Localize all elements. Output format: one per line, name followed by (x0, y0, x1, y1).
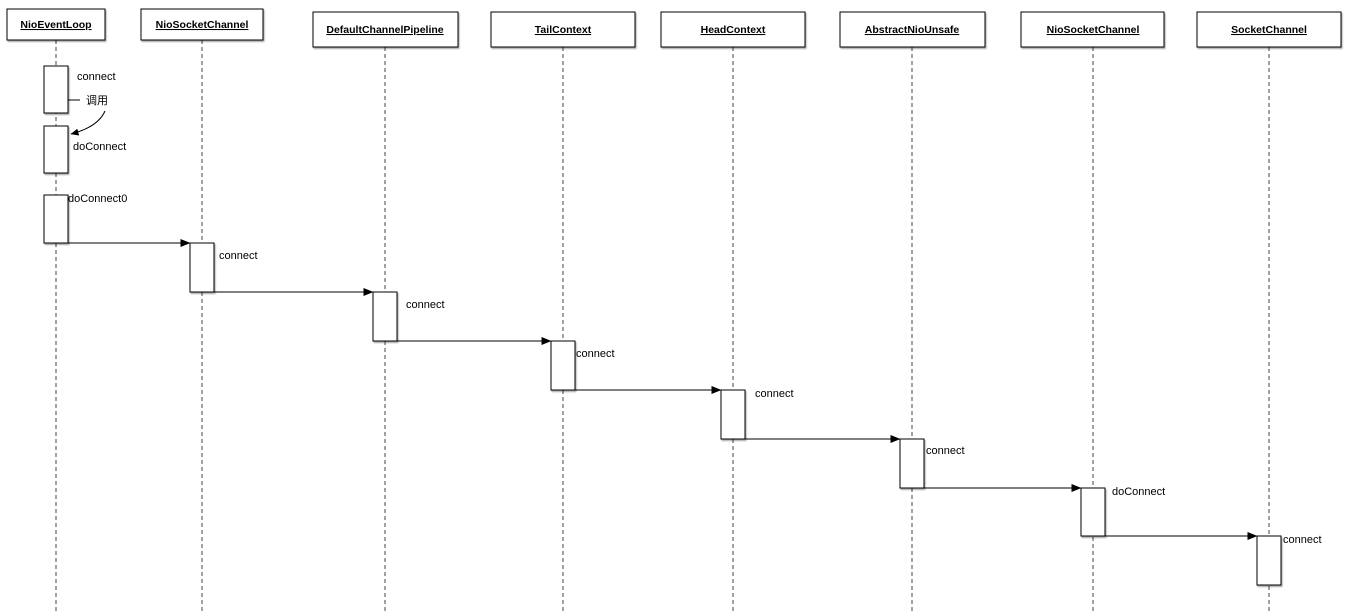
self-call-doconnect0: doConnect0 (43, 193, 127, 244)
call-note-label: 调用 (86, 94, 108, 107)
activation-bar (1080, 487, 1106, 537)
participant-box (6, 8, 106, 41)
message-4: connect (575, 386, 794, 440)
activation-bar (550, 340, 576, 391)
participant-label: TailContext (535, 24, 592, 36)
self-call-connect: connect (43, 65, 116, 114)
participant-abstractniounsafe: AbstractNioUnsafe (839, 11, 986, 48)
participant-box (490, 11, 636, 48)
message-label: connect (755, 388, 794, 400)
participant-niosocketchannel: NioSocketChannel (140, 8, 264, 41)
message-label: connect (219, 250, 258, 262)
participant-label: NioEventLoop (20, 19, 91, 31)
message-6: doConnect (924, 484, 1165, 537)
participant-socketchannel: SocketChannel (1196, 11, 1342, 48)
participant-label: SocketChannel (1231, 24, 1307, 36)
message-5: connect (745, 435, 965, 489)
participant-tailcontext: TailContext (490, 11, 636, 48)
activation-bar (1256, 535, 1282, 586)
participant-box (312, 11, 459, 48)
self-call-label: connect (77, 71, 116, 83)
message-1: connect (68, 239, 258, 293)
activation-bar (43, 125, 69, 174)
activation-bar (720, 389, 746, 440)
participant-defaultchannelpipeline: DefaultChannelPipeline (312, 11, 459, 48)
message-label: doConnect (1112, 486, 1165, 498)
participant-box (660, 11, 806, 48)
message-3: connect (397, 337, 615, 391)
activation-bar (43, 194, 69, 244)
participant-box (1020, 11, 1165, 48)
message-label: connect (576, 348, 615, 360)
activation-bar (899, 438, 925, 489)
call-note-arrow (70, 110, 106, 136)
activation-bar (43, 65, 69, 114)
participant-niosocketchannel-2: NioSocketChannel (1020, 11, 1165, 48)
participant-nioeventloop: NioEventLoop (6, 8, 106, 41)
message-2: connect (214, 288, 445, 342)
participant-label: NioSocketChannel (1047, 24, 1140, 36)
participant-headcontext: HeadContext (660, 11, 806, 48)
message-label: connect (1283, 534, 1322, 546)
self-call-label: doConnect (73, 141, 126, 153)
activation-bar (372, 291, 398, 342)
activation-bar (189, 242, 215, 293)
participant-label: DefaultChannelPipeline (326, 24, 443, 36)
message-7: connect (1105, 532, 1322, 586)
call-note: 调用 (68, 94, 108, 136)
message-label: connect (926, 445, 965, 457)
participant-label: AbstractNioUnsafe (865, 24, 960, 36)
participant-label: NioSocketChannel (156, 19, 249, 31)
participant-box (1196, 11, 1342, 48)
self-call-doconnect: doConnect (43, 125, 126, 174)
message-label: connect (406, 299, 445, 311)
participant-box (839, 11, 986, 48)
participant-label: HeadContext (701, 24, 766, 36)
self-call-label: doConnect0 (68, 193, 127, 205)
participant-box (140, 8, 264, 41)
